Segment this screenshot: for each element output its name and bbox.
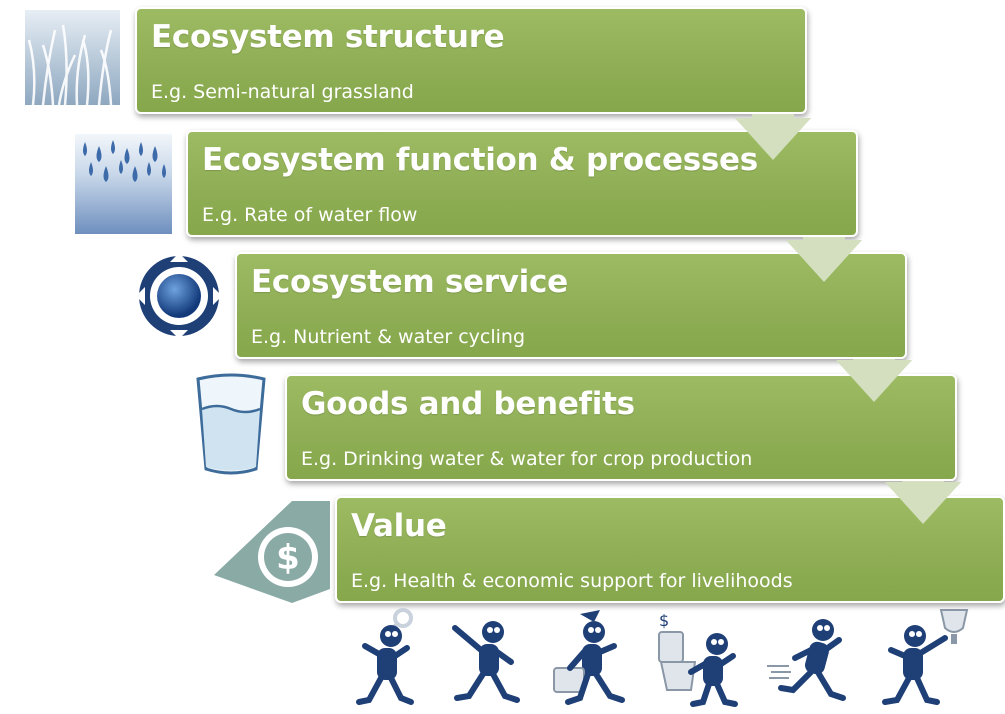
step-ecosystem-service: Ecosystem service E.g. Nutrient & water … <box>235 252 907 359</box>
briefcase-figure-icon <box>550 606 635 710</box>
people-figures: $ <box>345 606 985 710</box>
pointing-figure-icon <box>445 606 525 710</box>
cycle-icon <box>136 253 222 339</box>
step-example: E.g. Drinking water & water for crop pro… <box>301 448 753 470</box>
step-title: Ecosystem function & processes <box>202 142 758 178</box>
dollar-icon: $ <box>212 495 334 607</box>
step-ecosystem-function: Ecosystem function & processes E.g. Rate… <box>186 130 858 237</box>
water-droplets-icon <box>75 134 172 234</box>
running-figure-icon <box>765 606 855 710</box>
step-title: Ecosystem service <box>251 264 568 300</box>
trophy-figure-icon <box>875 606 975 710</box>
down-arrow-icon <box>885 481 961 524</box>
key-figure-icon <box>345 606 425 710</box>
step-example: E.g. Semi-natural grassland <box>151 81 414 103</box>
step-example: E.g. Health & economic support for livel… <box>351 570 793 592</box>
step-goods-benefits: Goods and benefits E.g. Drinking water &… <box>285 374 957 481</box>
step-title: Ecosystem structure <box>151 19 505 55</box>
step-title: Value <box>351 508 447 544</box>
step-ecosystem-structure: Ecosystem structure E.g. Semi-natural gr… <box>135 7 807 114</box>
svg-text:$: $ <box>276 538 300 578</box>
step-example: E.g. Rate of water flow <box>202 204 418 226</box>
down-arrow-icon <box>836 359 912 402</box>
step-title: Goods and benefits <box>301 386 635 422</box>
down-arrow-icon <box>786 237 862 282</box>
step-example: E.g. Nutrient & water cycling <box>251 326 526 348</box>
down-arrow-icon <box>735 114 811 160</box>
toilet-figure-icon: $ <box>655 606 745 710</box>
step-value: Value E.g. Health & economic support for… <box>335 496 1005 603</box>
grassland-icon <box>25 10 120 106</box>
svg-text:$: $ <box>659 611 669 630</box>
water-glass-icon <box>193 373 269 477</box>
